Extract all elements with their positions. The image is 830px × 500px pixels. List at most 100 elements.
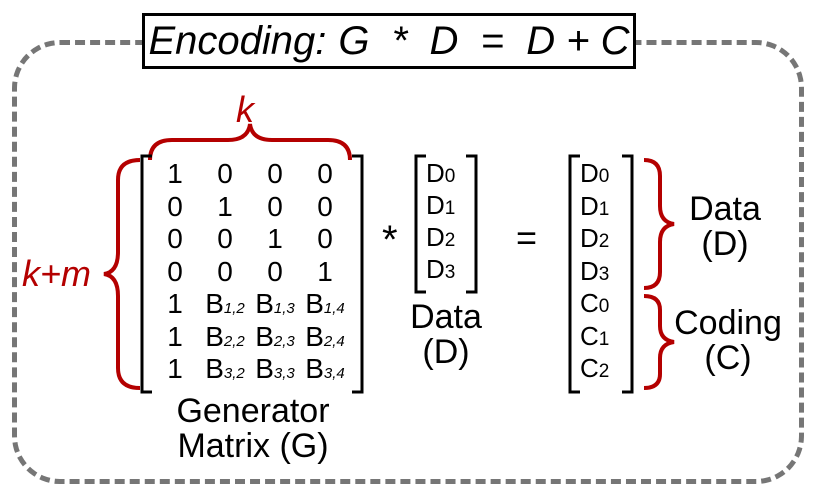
matrix-cell: 0	[300, 225, 350, 253]
result-vector-entry: D0	[580, 160, 609, 186]
matrix-cell-symbol: 1	[167, 288, 183, 319]
matrix-cell-symbol: 0	[267, 190, 283, 222]
matrix-cell: B2,2	[200, 320, 250, 352]
matrix-cell: B3,2	[200, 355, 250, 383]
result-vector-entry-symbol: D	[580, 223, 599, 253]
matrix-cell: 1	[150, 320, 200, 352]
result-vector-entry-symbol: C	[580, 320, 599, 351]
title-box: Encoding: G * D = D + C	[142, 13, 636, 69]
matrix-cell: 1	[300, 255, 350, 287]
result-vector-entry: C2	[580, 355, 609, 381]
matrix-cell-symbol: B	[205, 353, 224, 384]
data-vector-label-line2: (D)	[422, 332, 470, 371]
multiply-sign: *	[382, 218, 398, 262]
equals-sign: =	[516, 217, 538, 258]
matrix-cell: B1,3	[250, 290, 300, 318]
data-vector-left-bracket	[414, 154, 426, 294]
matrix-cell-subscript: 1,4	[323, 300, 345, 317]
data-vector-entry-subscript: 1	[444, 198, 456, 219]
data-vector-label-line1: Data	[410, 298, 482, 336]
data-vector-entry: D1	[426, 192, 455, 218]
matrix-cell-subscript: 3,2	[223, 365, 245, 382]
matrix-cell-subscript: 1,3	[273, 300, 295, 317]
result-vector-entry-symbol: C	[580, 353, 599, 383]
matrix-cell-symbol: B	[205, 320, 224, 352]
result-coding-label: Coding (C)	[666, 306, 790, 375]
k-plus-m-label: k+m	[22, 253, 92, 294]
title-equation: G * D = D + C	[338, 18, 630, 63]
result-vector-entry-subscript: 0	[598, 296, 610, 317]
data-vector-entry: D0	[426, 160, 455, 186]
data-vector-entry-symbol: D	[426, 158, 445, 188]
matrix-cell-symbol: 0	[217, 223, 233, 254]
generator-right-bracket	[352, 154, 364, 394]
data-vector-label: Data (D)	[396, 300, 496, 369]
result-vector-entry-symbol: C	[580, 288, 599, 318]
matrix-cell: 0	[150, 225, 200, 253]
data-vector-entry-symbol: D	[426, 254, 445, 284]
generator-left-bracket	[140, 154, 152, 394]
data-vector-entry-subscript: 2	[444, 230, 456, 251]
matrix-cell-symbol: B	[255, 353, 274, 384]
coding-brace	[643, 294, 675, 390]
matrix-cell-symbol: 1	[167, 353, 183, 384]
result-data-label-line1: Data	[689, 190, 761, 228]
title-prefix: Encoding:	[148, 18, 327, 63]
matrix-cell: 1	[200, 190, 250, 222]
matrix-cell-symbol: 0	[267, 255, 283, 287]
generator-label: Generator Matrix (G)	[148, 394, 358, 463]
matrix-cell-subscript: 2,2	[223, 332, 245, 350]
result-vector-entry-subscript: 0	[598, 166, 610, 187]
matrix-cell-subscript: 3,3	[273, 365, 295, 382]
matrix-cell: B2,4	[300, 320, 350, 352]
result-vector-entry-symbol: D	[580, 255, 599, 286]
result-vector-entry-subscript: 3	[598, 263, 610, 285]
matrix-cell: 0	[250, 160, 300, 188]
data-vector-entry: D2	[426, 224, 455, 250]
matrix-cell: 0	[200, 225, 250, 253]
result-vector-entry-subscript: 1	[598, 328, 610, 350]
matrix-cell-symbol: 0	[317, 158, 333, 189]
matrix-cell: 0	[150, 190, 200, 222]
matrix-cell-symbol: B	[255, 288, 274, 319]
matrix-cell-symbol: B	[255, 320, 274, 352]
matrix-cell: 0	[200, 160, 250, 188]
result-vector-entry-subscript: 2	[598, 361, 610, 382]
matrix-cell: B1,4	[300, 290, 350, 318]
k-brace	[148, 123, 352, 161]
matrix-cell: 0	[300, 160, 350, 188]
result-vector-entry-subscript: 1	[598, 198, 610, 220]
matrix-cell-subscript: 2,4	[323, 332, 345, 350]
matrix-cell-symbol: 1	[167, 158, 183, 189]
result-vector-entry-symbol: D	[580, 158, 599, 188]
data-brace	[643, 158, 675, 290]
matrix-cell: B3,4	[300, 355, 350, 383]
matrix-cell-subscript: 2,3	[273, 332, 295, 350]
result-vector-entry: C0	[580, 290, 609, 316]
matrix-cell-symbol: 0	[267, 158, 283, 189]
matrix-cell: B3,3	[250, 355, 300, 383]
matrix-cell-symbol: 0	[217, 158, 233, 189]
matrix-cell-symbol: 1	[167, 320, 183, 352]
generator-label-line2: Matrix (G)	[177, 426, 329, 465]
matrix-cell-symbol: 1	[317, 255, 333, 287]
matrix-cell-symbol: B	[305, 288, 324, 319]
matrix-cell: 1	[150, 355, 200, 383]
matrix-cell-symbol: B	[305, 353, 324, 384]
matrix-cell-symbol: 0	[167, 223, 183, 254]
matrix-cell: 1	[150, 160, 200, 188]
matrix-cell-symbol: B	[205, 288, 224, 319]
matrix-cell-symbol: 0	[167, 190, 183, 222]
k-plus-m-brace	[103, 158, 141, 390]
matrix-cell-symbol: 0	[317, 223, 333, 254]
matrix-cell-symbol: 1	[217, 190, 233, 222]
k-label: k	[236, 89, 254, 130]
data-vector-entry-symbol: D	[426, 190, 445, 220]
matrix-cell-subscript: 1,2	[223, 300, 245, 317]
result-vector-entry: D2	[580, 225, 609, 251]
generator-label-line1: Generator	[176, 392, 330, 430]
result-vector-entry: C1	[580, 323, 609, 349]
matrix-cell-symbol: B	[305, 320, 324, 352]
matrix-cell: 0	[250, 190, 300, 222]
